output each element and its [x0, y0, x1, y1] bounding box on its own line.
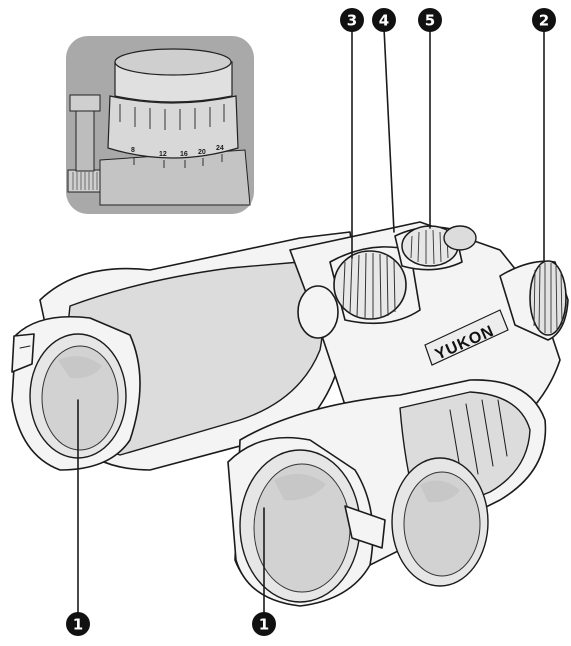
callout-5: 5	[418, 8, 442, 32]
zoom-scale-mark: 8	[131, 147, 135, 154]
zoom-scale-mark: 20	[198, 149, 206, 156]
second-objective-lens	[391, 457, 489, 587]
callout-4: 4	[372, 8, 396, 32]
inset-zoom-ring	[107, 95, 239, 159]
callout-1-left: 1	[66, 612, 90, 636]
callout-number: 1	[73, 616, 83, 634]
leader-lines	[77, 27, 545, 613]
binocular-illustration: YUKON	[11, 221, 569, 607]
diopter-eyepiece	[499, 260, 569, 341]
callout-number: 2	[539, 12, 549, 30]
zoom-scale-mark: 12	[159, 151, 167, 158]
callout-number: 1	[259, 616, 269, 634]
zoom-detail-inset: 8 12 16 20 24	[66, 36, 254, 214]
inset-knob-top	[69, 94, 101, 112]
right-objective-lens	[227, 436, 386, 607]
zoom-scale-mark: 24	[216, 145, 224, 152]
callout-number: 3	[347, 12, 357, 30]
focus-wheel	[329, 246, 421, 325]
zoom-lever	[394, 225, 477, 271]
left-eyepiece	[297, 285, 339, 339]
callout-2: 2	[532, 8, 556, 32]
callout-1-right: 1	[252, 612, 276, 636]
callout-3: 3	[340, 8, 364, 32]
callout-number: 4	[379, 12, 389, 30]
callout-number: 5	[425, 12, 435, 30]
zoom-scale-mark: 16	[180, 151, 188, 158]
left-objective-lens	[11, 315, 141, 471]
leader-line-4	[383, 27, 395, 233]
